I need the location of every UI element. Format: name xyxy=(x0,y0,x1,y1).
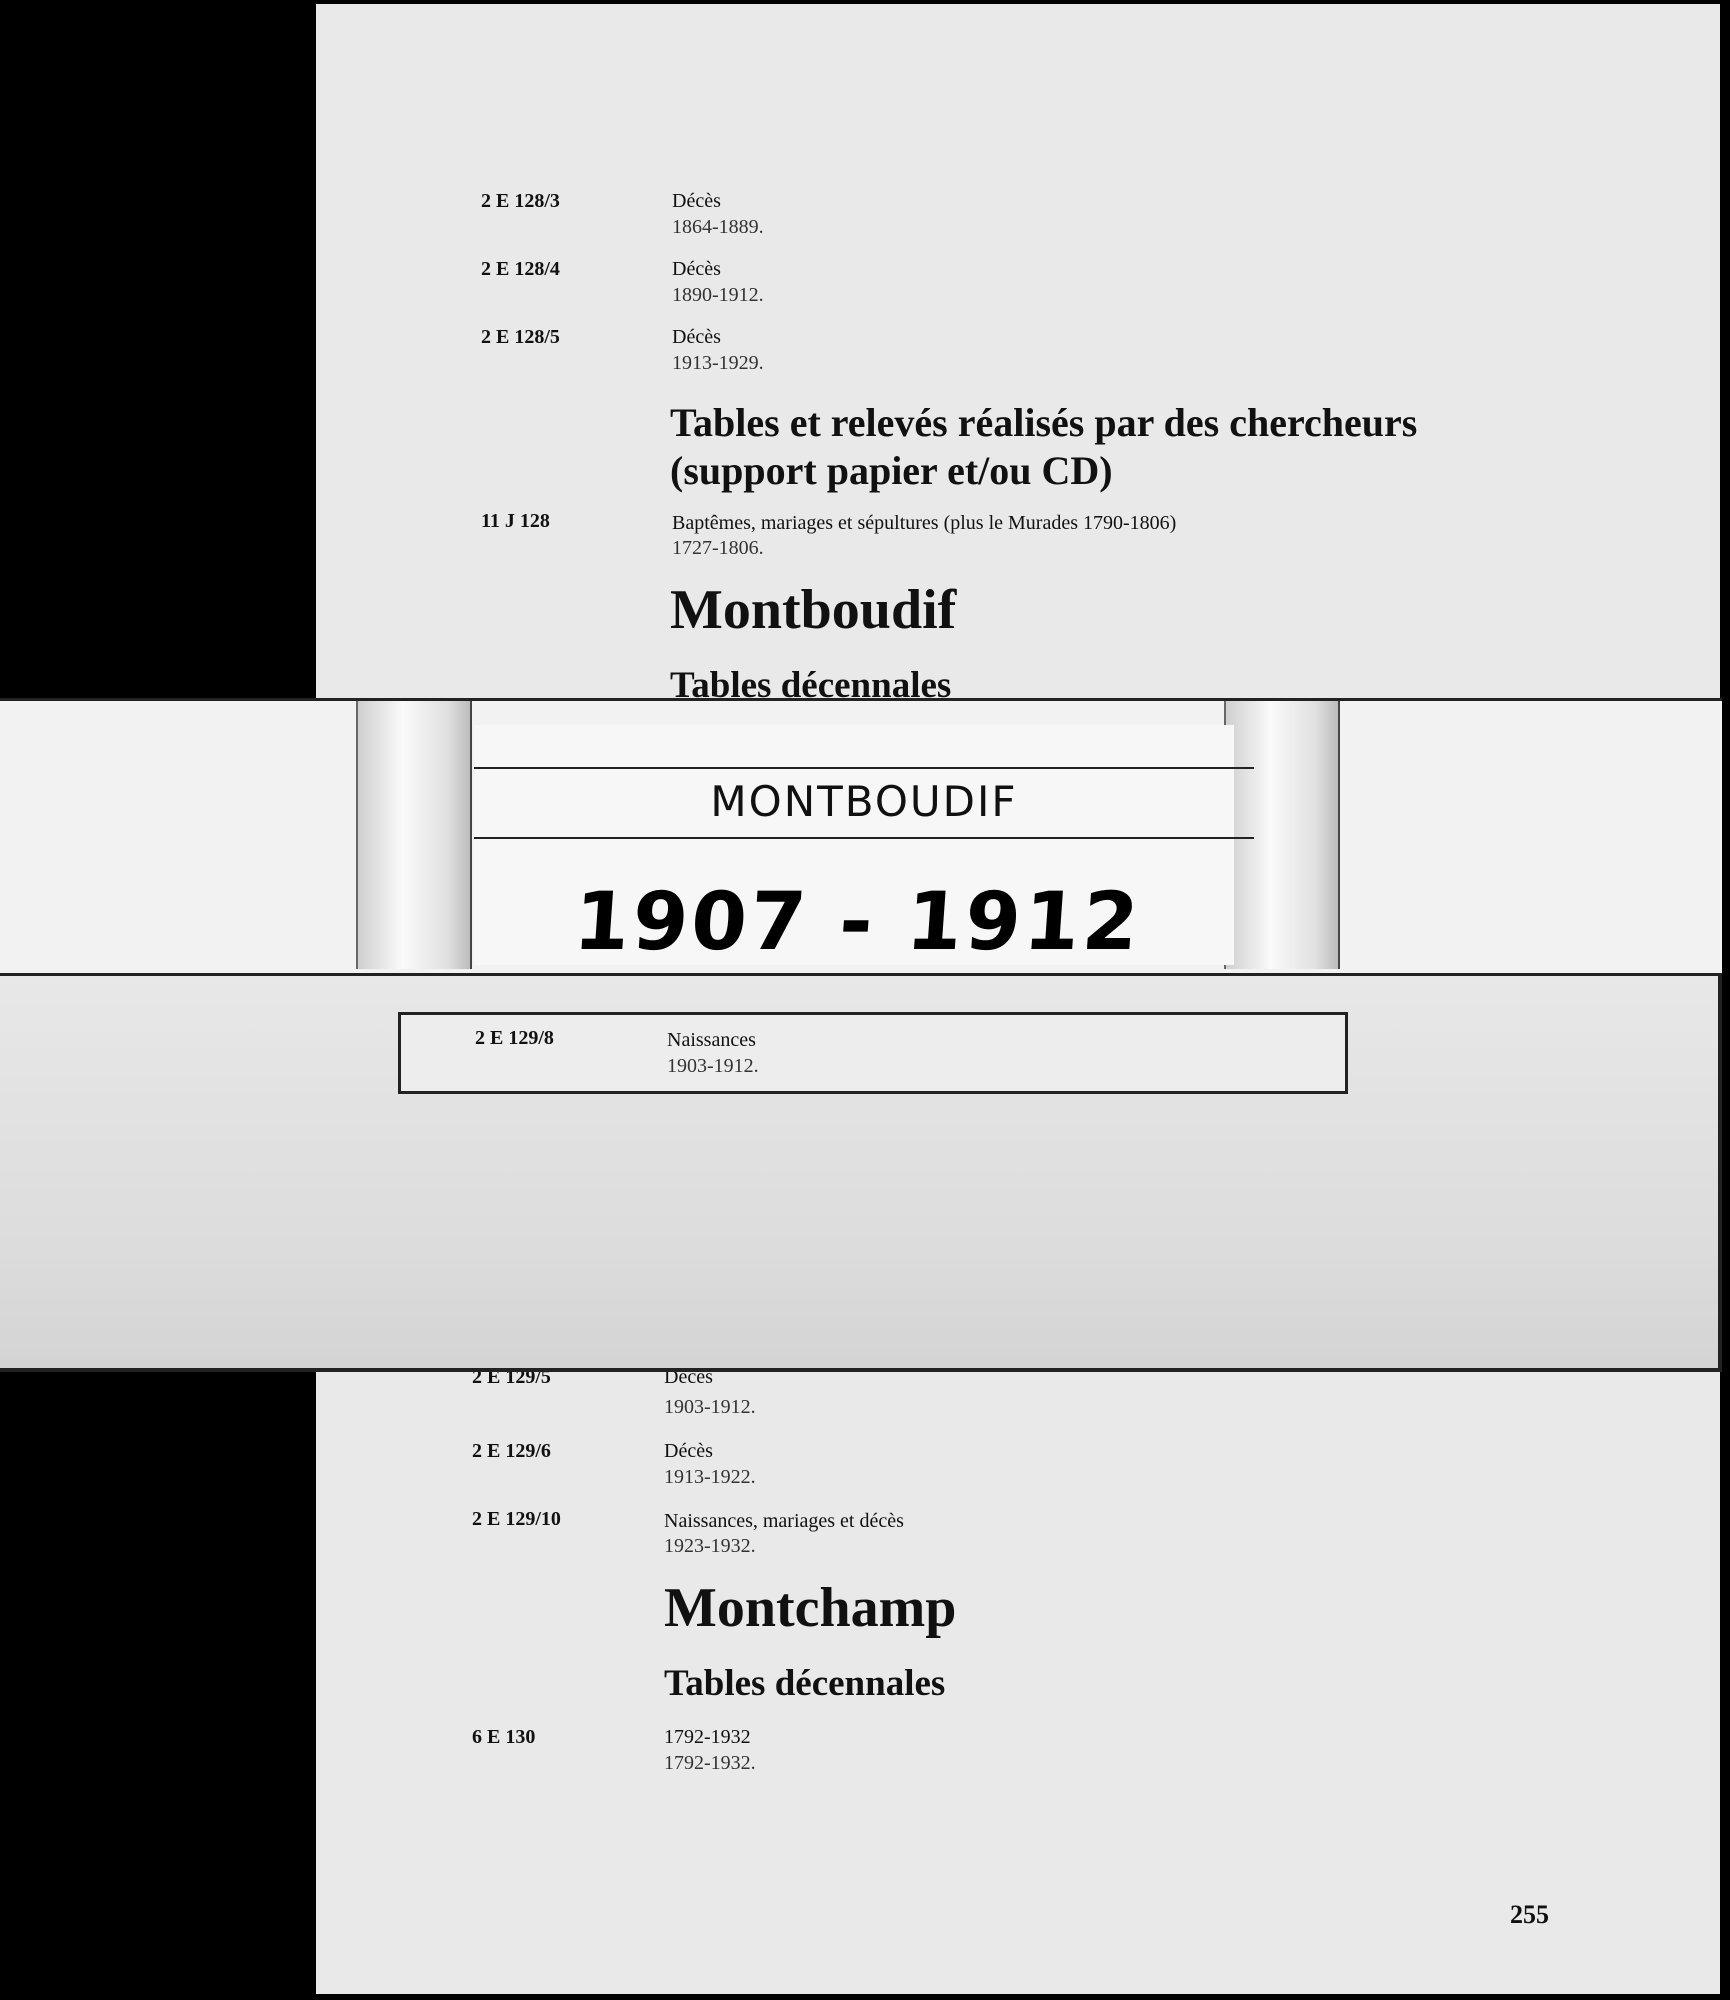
film-roll-right xyxy=(1224,701,1340,969)
entry-description: Décès xyxy=(664,1440,713,1462)
window-cutout: 2 E 129/8 Naissances 1903-1912. xyxy=(398,1012,1348,1094)
entry-description: Baptêmes, mariages et sépultures (plus l… xyxy=(672,512,1177,534)
page-number: 255 xyxy=(1510,1900,1549,1929)
entry-ref: 2 E 129/10 xyxy=(472,1508,561,1530)
microfilm-label-strip: MONTBOUDIF 1907 - 1912 xyxy=(0,698,1722,976)
commune-title: Montchamp xyxy=(664,1577,957,1639)
entry-ref: 2 E 128/5 xyxy=(481,326,560,348)
entry-description: Naissances, mariages et décès xyxy=(664,1510,904,1532)
entry-dates: 1864-1889. xyxy=(672,216,764,238)
film-roll-left xyxy=(356,701,472,969)
entry-description: Naissances xyxy=(667,1029,756,1051)
label-years: 1907 - 1912 xyxy=(570,875,1145,968)
commune-title: Montboudif xyxy=(670,579,957,641)
label-rule-bottom xyxy=(474,837,1254,839)
entry-description: 1792-1932 xyxy=(664,1726,751,1748)
subsection-heading: Tables décennales xyxy=(664,1663,946,1704)
entry-dates: 1792-1932. xyxy=(664,1752,756,1774)
entry-ref: 2 E 128/4 xyxy=(481,258,560,280)
entry-ref: 2 E 129/8 xyxy=(475,1027,554,1049)
entry-dates: 1903-1912. xyxy=(667,1055,759,1077)
label-place-name: MONTBOUDIF xyxy=(710,777,1018,826)
entry-dates: 1727-1806. xyxy=(672,537,764,559)
entry-dates: 1890-1912. xyxy=(672,284,764,306)
label-card: MONTBOUDIF 1907 - 1912 xyxy=(474,725,1254,968)
section-heading-line1: Tables et relevés réalisés par des cherc… xyxy=(670,400,1418,445)
entry-dates: 1903-1912. xyxy=(664,1396,756,1418)
entry-description: Décès xyxy=(672,258,721,280)
entry-ref: 2 E 128/3 xyxy=(481,190,560,212)
entry-ref: 6 E 130 xyxy=(472,1726,536,1748)
entry-ref: 11 J 128 xyxy=(481,510,550,532)
entry-description: Décès xyxy=(672,326,721,348)
entry-dates: 1923-1932. xyxy=(664,1535,756,1557)
section-heading-line2: (support papier et/ou CD) xyxy=(670,448,1113,493)
entry-ref: 2 E 129/6 xyxy=(472,1440,551,1462)
cover-sheet: 2 E 129/8 Naissances 1903-1912. xyxy=(0,970,1722,1372)
entry-description: Décès xyxy=(672,190,721,212)
entry-dates: 1913-1929. xyxy=(672,352,764,374)
entry-dates: 1913-1922. xyxy=(664,1466,756,1488)
label-rule-top xyxy=(474,767,1254,769)
